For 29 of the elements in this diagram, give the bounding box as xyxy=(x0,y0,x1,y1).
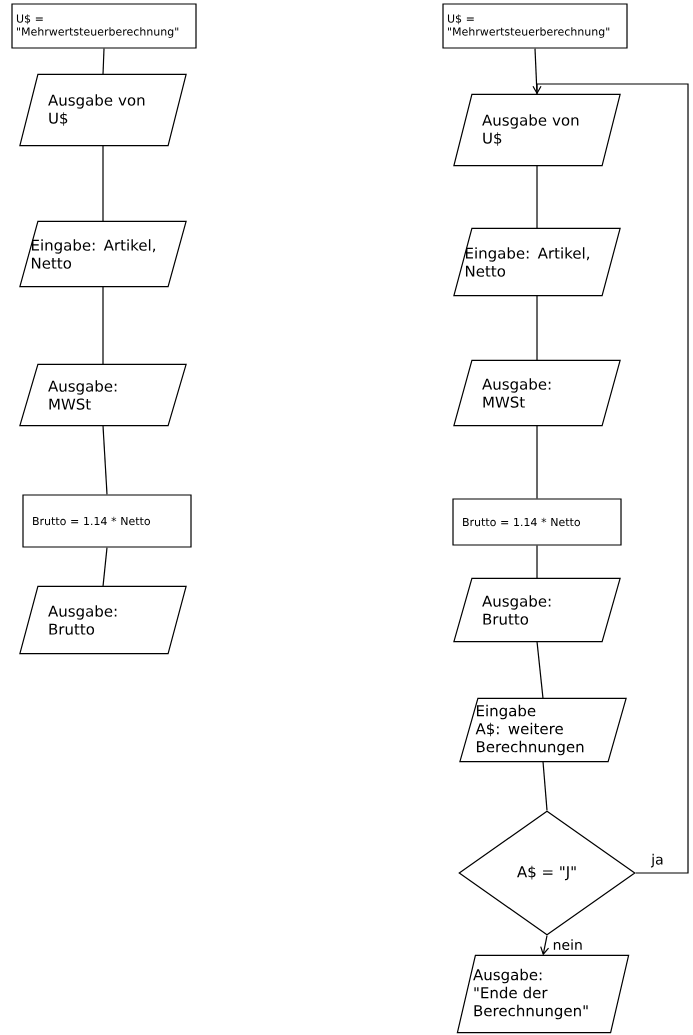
process-box: Brutto = 1.14 * Netto xyxy=(22,494,192,548)
io-parallelogram: Ausgabe: Brutto xyxy=(453,577,621,643)
connector-line xyxy=(536,641,544,699)
edge-label: ja xyxy=(650,852,665,869)
connector-line xyxy=(536,545,538,579)
connector-line xyxy=(536,295,538,361)
connector-line xyxy=(102,425,108,495)
process-box: Brutto = 1.14 * Netto xyxy=(452,498,622,546)
connector-line xyxy=(536,165,538,229)
connector-line xyxy=(102,547,108,587)
io-parallelogram: Ausgabe: Brutto xyxy=(19,585,187,655)
connector-line xyxy=(102,286,104,365)
connector-line xyxy=(102,145,104,222)
io-parallelogram: Ausgabe von U$ xyxy=(453,93,621,167)
arrow xyxy=(532,83,689,874)
io-parallelogram: Eingabe: Artikel, Netto xyxy=(453,227,621,297)
process-box: U$ = "Mehrwertsteuerberechnung" xyxy=(11,3,197,49)
connector-line xyxy=(102,48,105,75)
process-box: U$ = "Mehrwertsteuerberechnung" xyxy=(442,3,628,49)
connector-line xyxy=(536,425,538,499)
arrow xyxy=(540,935,550,956)
io-parallelogram: Eingabe A$: weitere Berechnungen xyxy=(459,697,627,763)
io-parallelogram: Eingabe: Artikel, Netto xyxy=(19,220,187,288)
io-parallelogram: Ausgabe: MWSt xyxy=(19,363,187,427)
io-parallelogram: Ausgabe von U$ xyxy=(19,73,187,147)
io-parallelogram: Ausgabe: MWSt xyxy=(453,359,621,427)
connector-line xyxy=(542,761,548,811)
io-parallelogram: Ausgabe: "Ende der Berechnungen" xyxy=(456,954,630,1034)
edge-label: nein xyxy=(551,938,584,952)
